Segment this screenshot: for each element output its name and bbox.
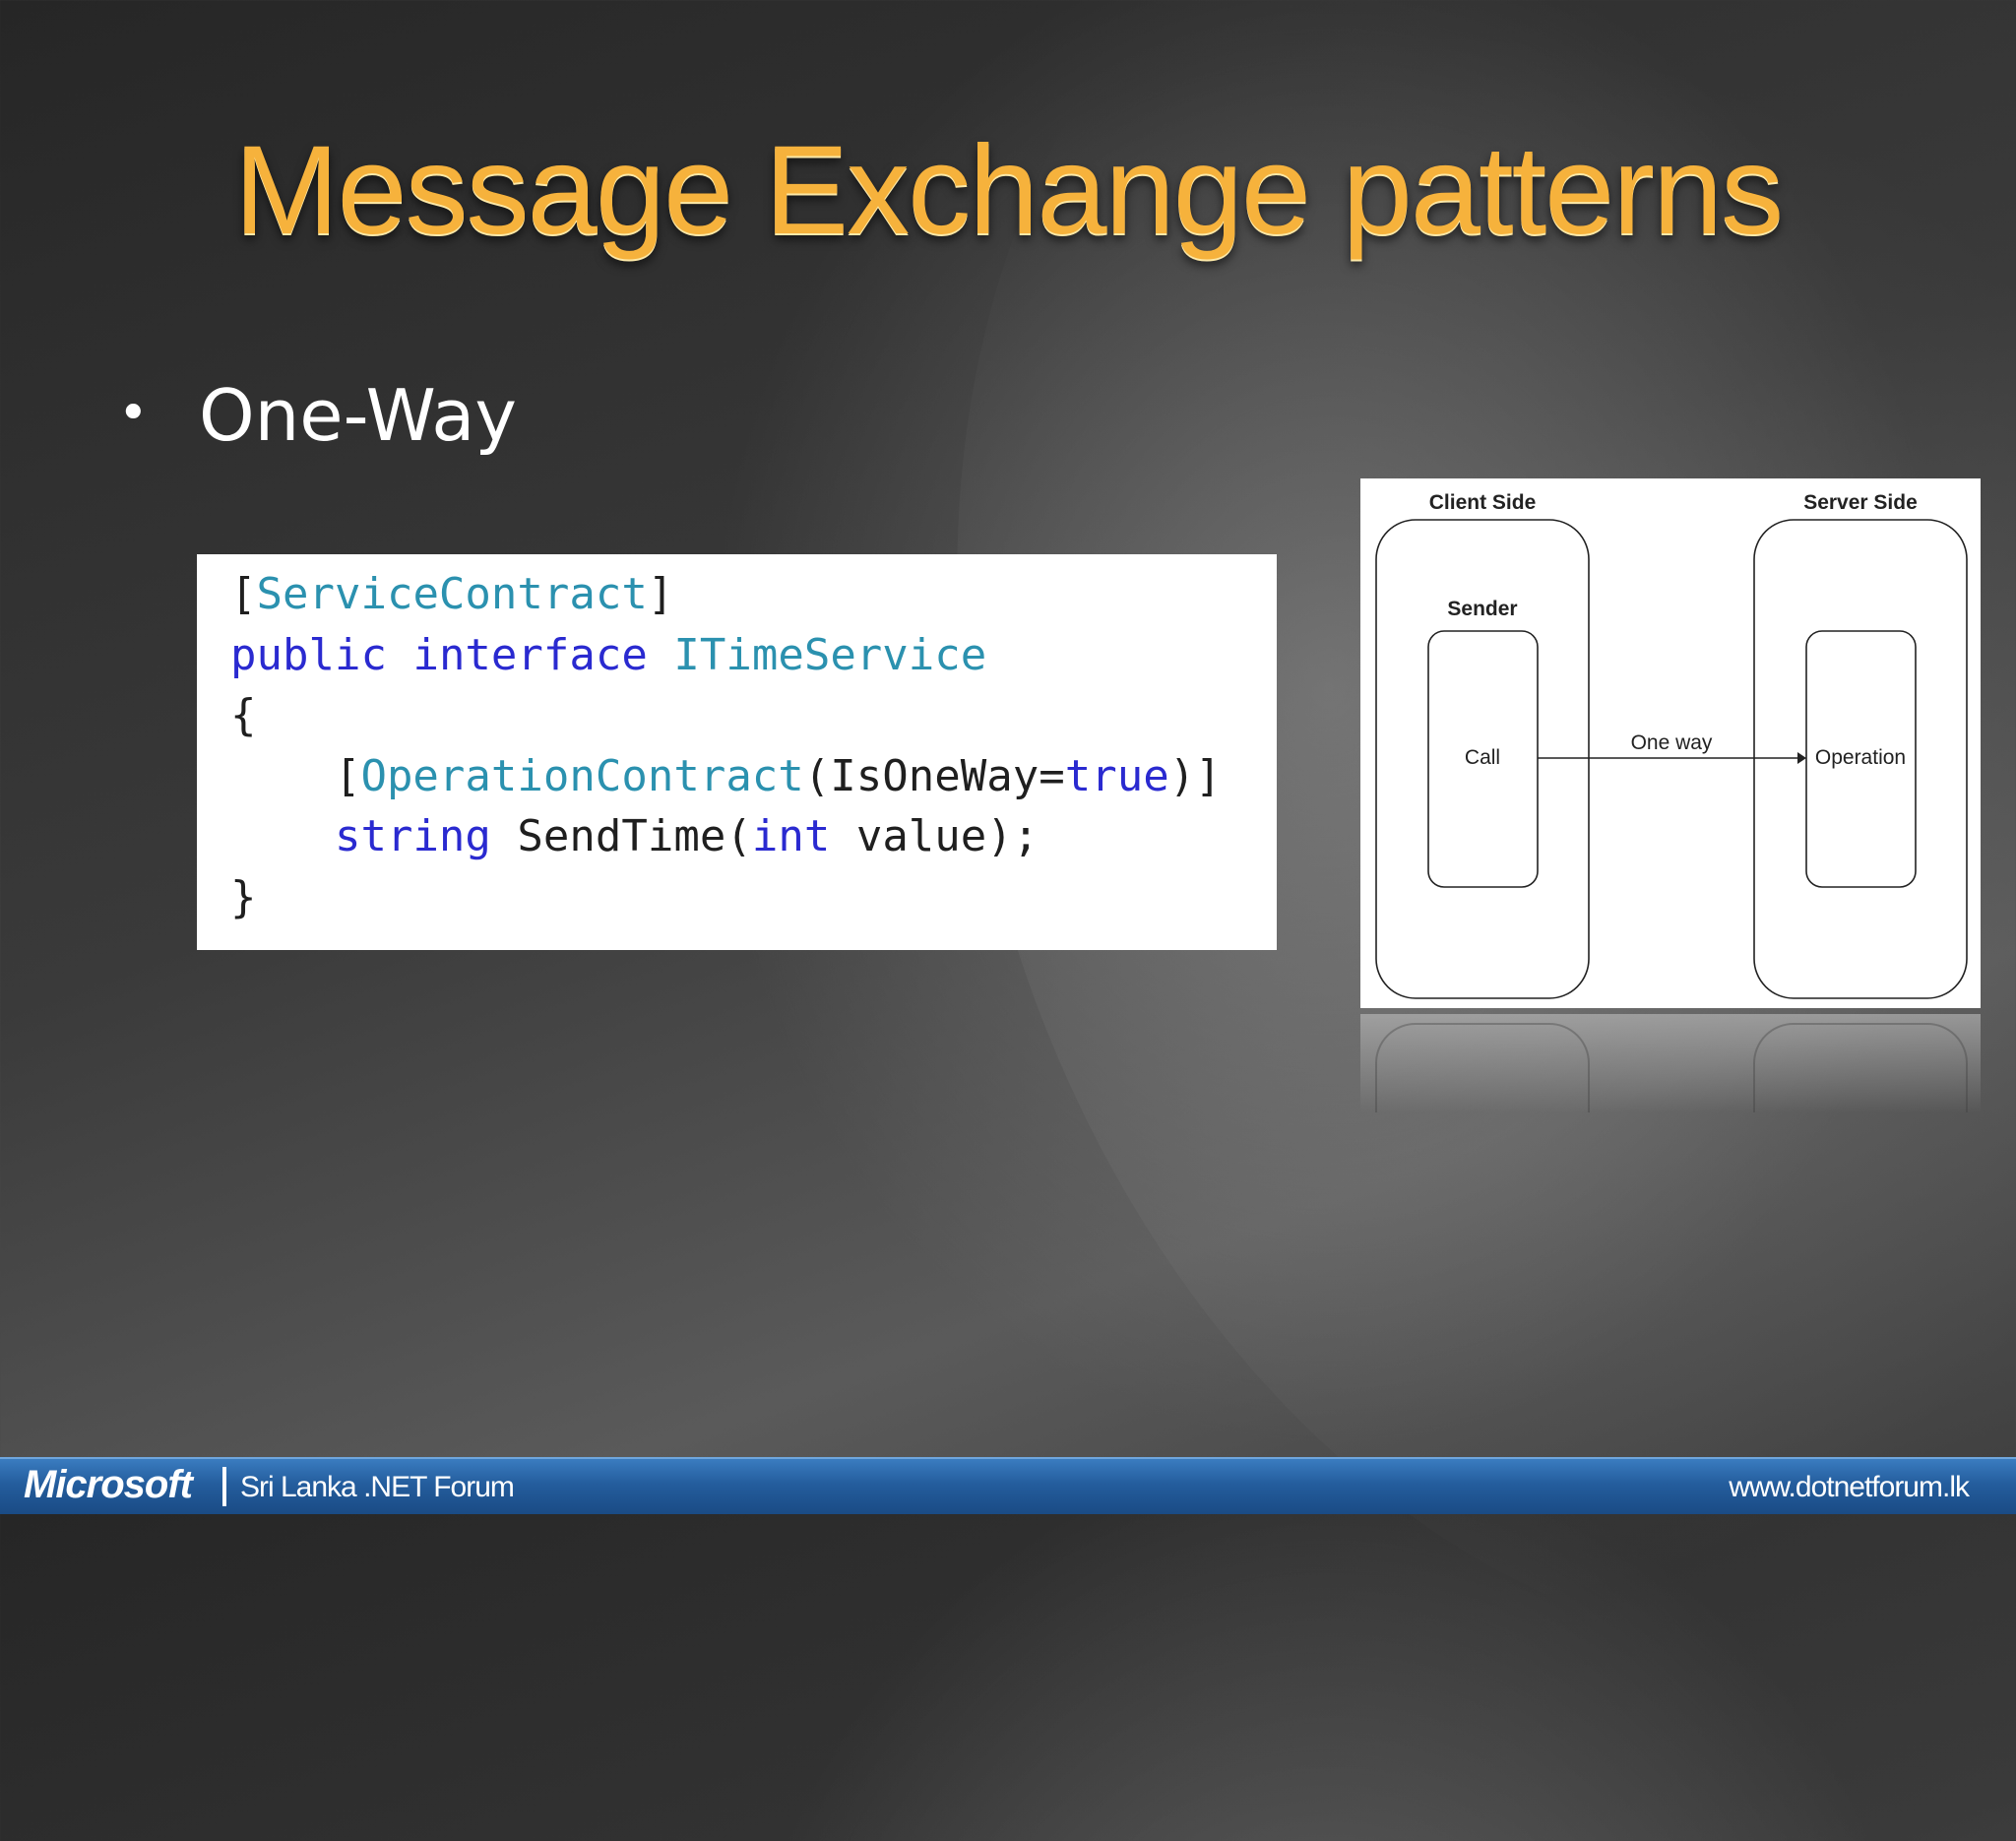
code-snippet: [ServiceContract] public interface ITime…: [197, 554, 1277, 950]
forum-name: Sri Lanka .NET Forum: [240, 1471, 515, 1503]
code-line-2: public interface ITimeService: [230, 629, 987, 680]
arrow-head-icon: [1797, 752, 1806, 764]
sender-label: Sender: [1447, 598, 1517, 620]
microsoft-logo: Microsoft: [24, 1463, 193, 1506]
bullet-item: • One-Way: [118, 374, 517, 457]
code-line-3: {: [230, 690, 257, 740]
one-way-label: One way: [1631, 731, 1713, 754]
slide-title: Message Exchange patterns: [233, 120, 1784, 261]
code-line-1: [ServiceContract]: [230, 569, 674, 619]
server-side-label: Server Side: [1803, 491, 1918, 514]
operation-box: [1805, 630, 1917, 888]
bullet-text: One-Way: [199, 374, 517, 457]
operation-label: Operation: [1815, 746, 1906, 769]
call-label: Call: [1465, 746, 1500, 769]
footer-bar: Microsoft Sri Lanka .NET Forum www.dotne…: [0, 1457, 2016, 1514]
bullet-dot-icon: •: [118, 384, 149, 443]
diagram-reflection: [1360, 1014, 1981, 1112]
server-side-box: [1753, 519, 1968, 999]
code-line-5: string SendTime(int value);: [334, 811, 1040, 861]
client-side-label: Client Side: [1429, 491, 1537, 514]
code-line-6: }: [230, 871, 257, 922]
code-line-4: [OperationContract(IsOneWay=true)]: [230, 750, 1222, 801]
footer-divider: [222, 1467, 226, 1506]
website-url: www.dotnetforum.lk: [1729, 1471, 1970, 1503]
client-side-box: [1375, 519, 1590, 999]
call-box: [1427, 630, 1539, 888]
one-way-diagram: Client Side Server Side Sender Call Oper…: [1360, 478, 1981, 1008]
